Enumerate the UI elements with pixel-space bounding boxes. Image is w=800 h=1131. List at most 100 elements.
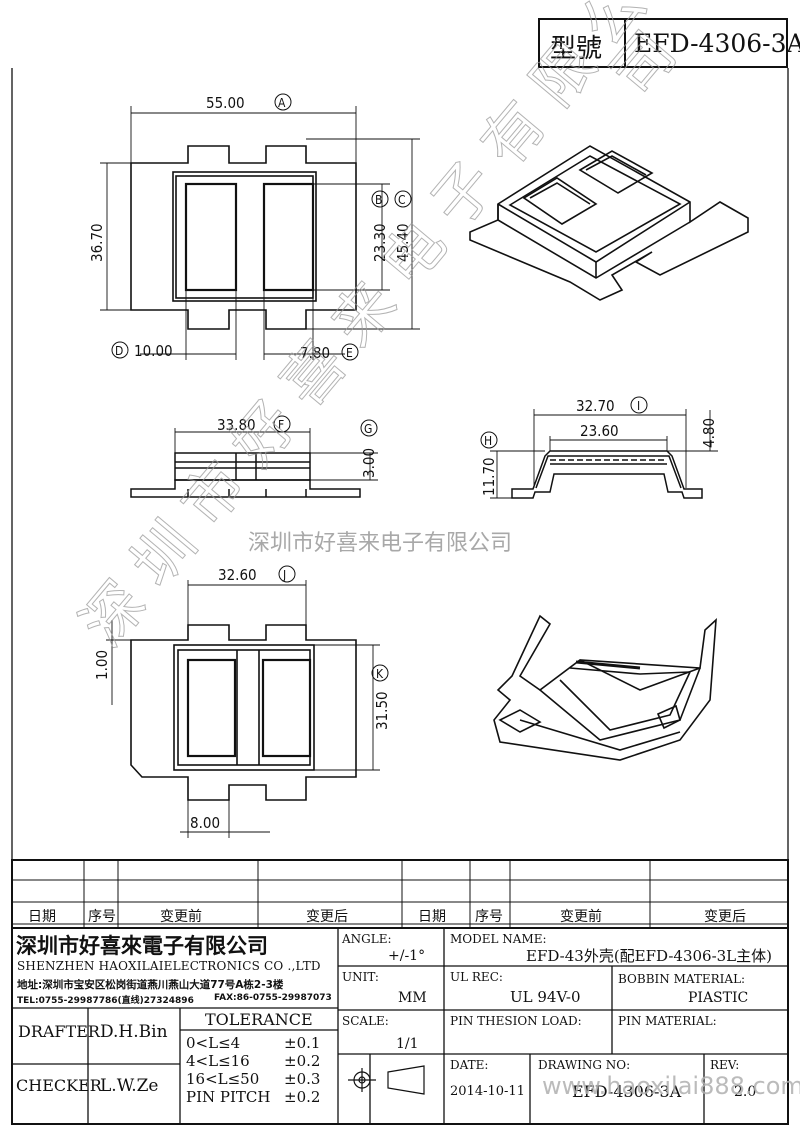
tag-h: H	[480, 431, 498, 449]
rev-header-before-2: 变更前	[560, 909, 602, 925]
top-view	[130, 145, 357, 330]
tag-b: B	[371, 190, 389, 208]
tol-range: 4<L≤16	[186, 1052, 250, 1070]
rev-header-date-1: 日期	[28, 909, 56, 925]
svg-text:深: 深	[68, 569, 160, 660]
svg-text:J: J	[282, 568, 286, 582]
drafter-value: D.H.Bin	[100, 1022, 168, 1042]
drawing-label: DRAWING NO:	[538, 1058, 631, 1072]
rev-header-after-1: 变更后	[306, 909, 348, 925]
bottom-view	[130, 624, 357, 801]
tag-d: D	[111, 341, 129, 359]
drafter-label: DRAFTER	[18, 1022, 100, 1041]
rev-header-no-2: 序号	[475, 909, 503, 925]
watermark-line: 深圳市好喜来电子有限公司	[248, 531, 512, 556]
dim-h: 11.70	[480, 457, 498, 496]
svg-text:F: F	[278, 418, 284, 432]
dim-one: 1.00	[93, 650, 111, 680]
tol-value: ±0.2	[284, 1088, 321, 1106]
pin-load-label: PIN THESION LOAD:	[450, 1014, 582, 1028]
tolerance-label: TOLERANCE	[205, 1010, 313, 1029]
svg-text:来: 来	[318, 269, 410, 360]
unit-label: UNIT:	[342, 970, 379, 984]
svg-text:好: 好	[218, 389, 310, 480]
scale-label: SCALE:	[342, 1014, 389, 1028]
svg-text:D: D	[115, 344, 123, 358]
tag-k: K	[371, 664, 389, 682]
rev-header-no-1: 序号	[88, 909, 116, 925]
model-header: 型號 EFD-4306-3A	[538, 18, 800, 68]
tag-e: E	[341, 343, 359, 361]
pin-material-label: PIN MATERIAL:	[618, 1014, 717, 1028]
svg-text:I: I	[637, 399, 640, 413]
company-fax: FAX:86-0755-29987073	[214, 993, 332, 1003]
tol-range: PIN PITCH	[186, 1088, 271, 1106]
checker-label: CHECKER	[16, 1076, 102, 1095]
date-label: DATE:	[450, 1058, 489, 1072]
svg-text:K: K	[376, 667, 384, 681]
dim-d: 10.00	[134, 342, 173, 360]
rev-header-before-1: 变更前	[160, 909, 202, 925]
dim-eight: 8.00	[190, 814, 220, 832]
dim-f: 33.80	[217, 416, 256, 434]
tag-a: A	[274, 93, 292, 111]
model-name-label: MODEL NAME:	[450, 932, 547, 946]
isometric-top	[469, 145, 749, 301]
svg-text:有: 有	[468, 89, 560, 180]
checker-value: L.W.Ze	[100, 1076, 159, 1096]
drawing-area: 55.00 A 36.70 23.30 B 45.40 C D 10.00 7.…	[11, 0, 789, 860]
tol-value: ±0.2	[284, 1052, 321, 1070]
watermark-url: www.haoxilai888.com	[542, 1072, 800, 1100]
model-label: 型號	[550, 34, 603, 64]
tag-g: G	[360, 419, 378, 437]
unit-value: MM	[398, 990, 427, 1006]
rev-header-after-2: 变更后	[704, 909, 746, 925]
tag-f: F	[273, 415, 291, 433]
company-address: 地址:深圳市宝安区松岗街道燕川燕山大道77号A栋2-3楼	[17, 979, 284, 991]
tol-range: 16<L≤50	[186, 1070, 260, 1088]
rev-value: 2.0	[734, 1084, 757, 1100]
dim-a: 55.00	[206, 94, 245, 112]
scale-value: 1/1	[396, 1036, 419, 1052]
svg-text:E: E	[346, 346, 353, 360]
svg-text:A: A	[278, 96, 286, 110]
title-block-grid	[11, 859, 789, 1125]
tol-range: 0<L≤4	[186, 1034, 241, 1052]
svg-text:喜: 喜	[268, 329, 360, 420]
projection-symbol-icon	[348, 1065, 425, 1095]
tag-i: I	[630, 396, 648, 414]
side-view	[511, 450, 703, 499]
svg-text:G: G	[364, 422, 372, 436]
svg-text:B: B	[375, 193, 382, 207]
svg-text:C: C	[398, 193, 406, 207]
date-value: 2014-10-11	[450, 1084, 525, 1099]
company-tel: TEL:0755-29987786(直线)27324896	[17, 996, 194, 1006]
svg-text:限: 限	[518, 29, 610, 120]
rev-label: REV:	[710, 1058, 740, 1072]
model-number: EFD-4306-3A	[634, 29, 800, 58]
dim-k: 31.50	[373, 691, 391, 730]
ul-label: UL REC:	[450, 970, 503, 984]
front-view	[130, 452, 361, 498]
svg-text:圳: 圳	[118, 509, 210, 600]
tag-c: C	[394, 190, 412, 208]
tol-value: ±0.1	[284, 1034, 321, 1052]
tol-value: ±0.3	[284, 1070, 321, 1088]
ul-value: UL 94V-0	[510, 988, 581, 1006]
svg-text:子: 子	[418, 149, 510, 240]
company-name-en: SHENZHEN HAOXILAIELECTRONICS CO .,LTD	[17, 959, 321, 973]
angle-value: +/-1°	[388, 948, 426, 964]
dim-c: 45.40	[394, 223, 412, 262]
isometric-bottom	[493, 614, 717, 761]
dim-h-right: 4.80	[700, 418, 718, 448]
tag-j: J	[278, 565, 296, 583]
company-name-cn: 深圳市好喜來電子有限公司	[16, 933, 268, 958]
bobbin-label: BOBBIN MATERIAL:	[618, 972, 746, 986]
watermark: 深 圳 市 好 喜 来 电 子 有 限 公 司	[67, 0, 690, 660]
dim-j: 32.60	[218, 566, 257, 584]
dim-g: 3.00	[360, 448, 378, 478]
dim-i: 32.70	[576, 397, 615, 415]
bobbin-value: PIASTIC	[688, 990, 749, 1006]
model-name-value: EFD-43外壳(配EFD-4306-3L主体)	[526, 947, 772, 965]
angle-label: ANGLE:	[342, 932, 392, 946]
